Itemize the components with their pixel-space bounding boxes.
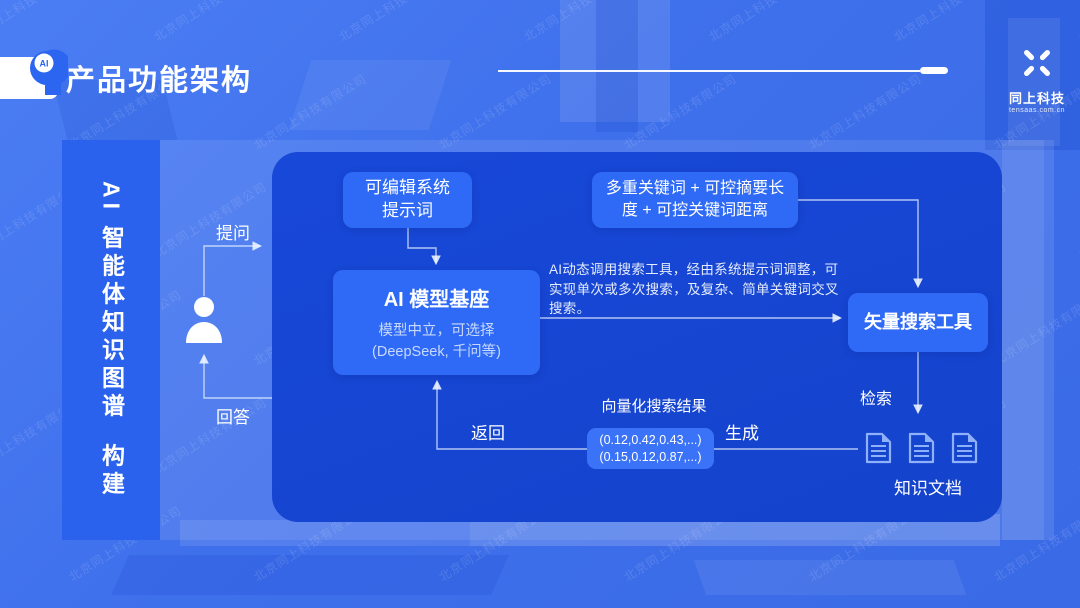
ai-model-subtitle: 模型中立，可选择 (DeepSeek, 千问等): [372, 323, 501, 360]
knowledge-docs-icons: [865, 432, 978, 464]
ai-model-title: AI 模型基座: [383, 289, 490, 312]
retrieve-label: 检索: [860, 391, 893, 408]
document-icon: [865, 432, 892, 464]
arrow-return-to-model: [432, 379, 858, 450]
vector-result-title: 向量化搜索结果: [601, 398, 707, 415]
arrow-keywords-to-vectortool: [797, 199, 923, 289]
document-icon: [908, 432, 935, 464]
page-title: 产品功能架构: [66, 65, 253, 97]
header-divider: [498, 70, 920, 72]
section-title: AI 智能体知识图谱构建: [98, 180, 125, 500]
company-url: tensaas.com.cn: [1008, 107, 1066, 114]
arrow-answer: [199, 353, 272, 399]
section-sidebar: AI 智能体知识图谱构建: [62, 140, 160, 540]
pinwheel-logo-icon: [1024, 50, 1050, 76]
user-icon: [186, 297, 222, 343]
ask-label: 提问: [216, 224, 250, 243]
answer-label: 回答: [216, 408, 250, 427]
generate-label: 生成: [725, 424, 759, 443]
search-description: AI动态调用搜索工具，经由系统提示词调整，可实现单次或多次搜索，及复杂、简单关键…: [549, 262, 839, 317]
vector-result-box: (0.12,0.42,0.43,...) (0.15,0.12,0.87,...…: [587, 428, 714, 469]
document-icon: [951, 432, 978, 464]
vector-result-line1: (0.12,0.42,0.43,...): [599, 432, 702, 447]
svg-text:AI: AI: [40, 59, 49, 69]
keyword-control-box: 多重关键词 + 可控摘要长度 + 可控关键词距离: [592, 172, 798, 228]
header-divider-end: [920, 67, 948, 74]
system-prompt-box: 可编辑系统提示词: [343, 172, 472, 228]
vector-result-line2: (0.15,0.12,0.87,...): [599, 449, 702, 464]
ai-head-icon: AI: [30, 49, 68, 95]
return-label: 返回: [471, 424, 505, 443]
arrow-prompt-to-model: [407, 228, 441, 266]
arrow-ask: [203, 241, 263, 296]
company-logo: 同上科技 tensaas.com.cn: [1000, 44, 1074, 114]
docs-label: 知识文档: [894, 479, 962, 498]
company-name: 同上科技: [1008, 91, 1065, 106]
vector-search-tool-box: 矢量搜索工具: [848, 293, 988, 352]
ai-model-box: AI 模型基座 模型中立，可选择 (DeepSeek, 千问等): [333, 270, 540, 375]
